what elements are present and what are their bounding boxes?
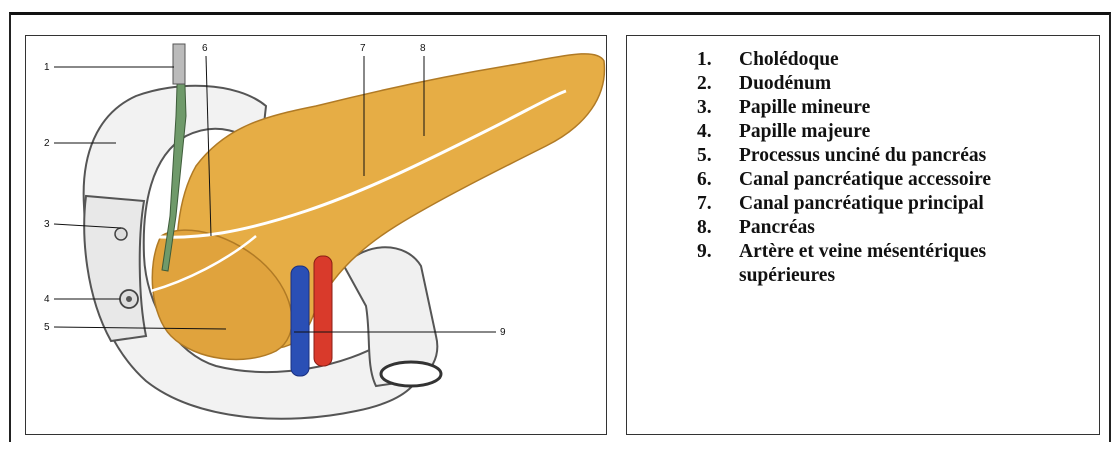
legend-number: 6. [697, 168, 739, 192]
legend-number: 3. [697, 96, 739, 120]
superior-mesenteric-artery [314, 256, 332, 366]
legend-label: Processus unciné du pancréas [739, 144, 1069, 168]
callout-7: 7 [360, 43, 366, 54]
legend-item-papille-mineure: 3. Papille mineure [697, 96, 1069, 120]
callout-1: 1 [44, 62, 50, 73]
legend-item-canal-accessoire: 6. Canal pancréatique accessoire [697, 168, 1069, 192]
legend-label: Pancréas [739, 216, 1069, 240]
legend-number: 5. [697, 144, 739, 168]
legend-panel: 1. Cholédoque 2. Duodénum 3. Papille min… [626, 35, 1100, 435]
bile-duct-top [173, 44, 185, 84]
legend-label: Papille mineure [739, 96, 1069, 120]
legend-label: Canal pancréatique accessoire [739, 168, 1069, 192]
pancreas-illustration: 1 2 3 4 5 6 7 8 9 [26, 36, 607, 435]
callout-5: 5 [44, 322, 50, 333]
legend-number: 2. [697, 72, 739, 96]
legend-item-choledoque: 1. Cholédoque [697, 48, 1069, 72]
minor-papilla [115, 228, 127, 240]
legend-list: 1. Cholédoque 2. Duodénum 3. Papille min… [697, 48, 1069, 288]
legend-number: 1. [697, 48, 739, 72]
superior-mesenteric-vein [291, 266, 309, 376]
legend-item-canal-principal: 7. Canal pancréatique principal [697, 192, 1069, 216]
legend-item-processus-uncine: 5. Processus unciné du pancréas [697, 144, 1069, 168]
callout-2: 2 [44, 138, 50, 149]
major-papilla-orifice [126, 296, 132, 302]
legend-number: 9. [697, 240, 739, 288]
legend-item-pancreas: 8. Pancréas [697, 216, 1069, 240]
legend-label: Papille majeure [739, 120, 1069, 144]
callout-3: 3 [44, 219, 50, 230]
callout-9: 9 [500, 327, 506, 338]
legend-label: Cholédoque [739, 48, 1069, 72]
legend-item-artere-veine: 9. Artère et veine mésentériques supérie… [697, 240, 1069, 288]
legend-number: 4. [697, 120, 739, 144]
callout-8: 8 [420, 43, 426, 54]
legend-item-duodenum: 2. Duodénum [697, 72, 1069, 96]
callout-6: 6 [202, 43, 208, 54]
anatomy-figure: 1 2 3 4 5 6 7 8 9 [25, 35, 607, 435]
legend-label: Canal pancréatique principal [739, 192, 1069, 216]
jejunum-opening [381, 362, 441, 386]
legend-label: Duodénum [739, 72, 1069, 96]
legend-number: 7. [697, 192, 739, 216]
callout-4: 4 [44, 294, 50, 305]
legend-item-papille-majeure: 4. Papille majeure [697, 120, 1069, 144]
legend-number: 8. [697, 216, 739, 240]
duodenal-wall [84, 196, 146, 341]
legend-label: Artère et veine mésentériques supérieure… [739, 240, 1069, 288]
